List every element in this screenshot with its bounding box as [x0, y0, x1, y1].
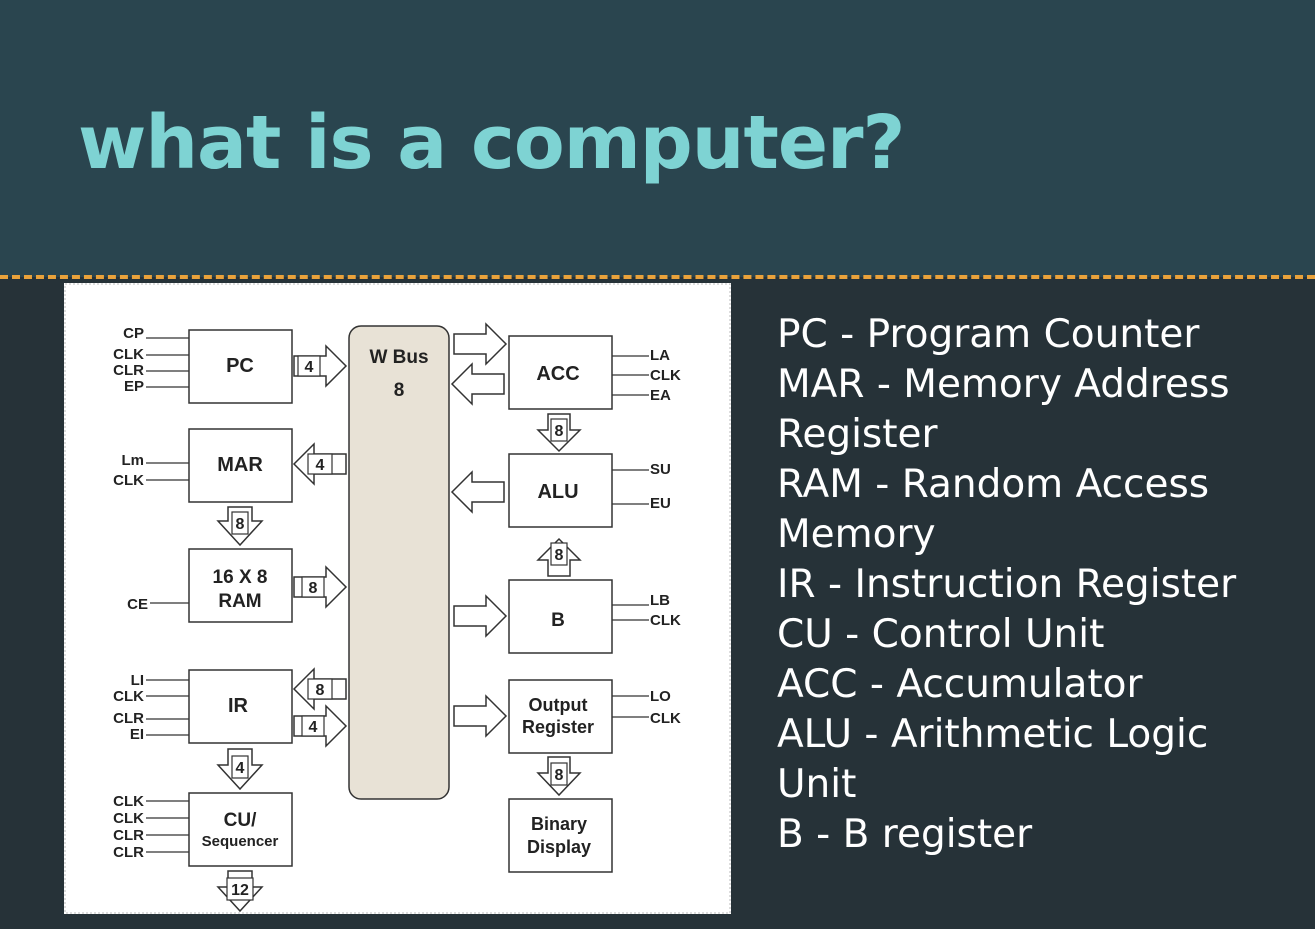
ram-label-2: RAM [218, 591, 261, 612]
mar-bus-width: 4 [316, 457, 325, 474]
mar-label: MAR [217, 454, 263, 476]
dashed-divider [0, 275, 1315, 279]
binary-display-block [508, 798, 613, 873]
ir-signal-ei: EI [130, 726, 144, 743]
cu-label-1: CU/ [224, 810, 257, 831]
glossary-line: MAR - Memory Address [777, 362, 1230, 407]
ir-in-width: 8 [316, 682, 325, 699]
ir-out-width: 4 [309, 719, 318, 736]
b-alu-width: 8 [555, 547, 564, 564]
binary-display-label-2: Display [527, 837, 591, 857]
alu-signal-eu: EU [650, 495, 671, 512]
glossary-line: PC - Program Counter [777, 312, 1200, 357]
b-block [508, 579, 613, 654]
glossary-line: Register [777, 412, 938, 457]
b-label: B [551, 610, 565, 631]
output-signal-lo: LO [650, 688, 671, 705]
pc-block [188, 329, 293, 404]
mar-block [188, 428, 293, 503]
pc-bus-width: 4 [305, 359, 314, 376]
glossary-line: Unit [777, 762, 857, 807]
glossary-line: IR - Instruction Register [777, 562, 1237, 607]
pc-signal-cp: CP [123, 325, 144, 342]
cu-signal-clr-2: CLR [113, 844, 144, 861]
acc-alu-width: 8 [555, 423, 564, 440]
w-bus-label: W Bus [369, 347, 428, 368]
ram-block [188, 548, 293, 623]
acc-label: ACC [536, 363, 579, 385]
bus-to-acc-arrow [453, 322, 508, 366]
acc-block [508, 335, 613, 410]
cu-out-width: 12 [231, 882, 249, 899]
cu-block [188, 792, 293, 867]
glossary-line: Memory [777, 512, 936, 557]
ram-signal-ce: CE [127, 596, 148, 613]
glossary-line: ALU - Arithmetic Logic [777, 712, 1209, 757]
sap1-architecture-diagram: W Bus 8 PC MAR 16 X 8 RAM IR CU/ Sequenc… [64, 283, 731, 914]
pc-signal-clk: CLK [113, 346, 144, 363]
glossary-line: ACC - Accumulator [777, 662, 1143, 707]
acc-to-bus-arrow [450, 362, 505, 406]
output-register-label-1: Output [529, 695, 588, 715]
acc-signal-la: LA [650, 347, 670, 364]
ir-signal-li: LI [131, 672, 144, 689]
glossary-line: B - B register [777, 812, 1033, 857]
alu-signal-su: SU [650, 461, 671, 478]
ram-label-1: 16 X 8 [213, 567, 268, 588]
mar-signal-clk: CLK [113, 472, 144, 489]
pc-signal-ep: EP [124, 378, 144, 395]
pc-signal-clr: CLR [113, 362, 144, 379]
bus-to-output-arrow [453, 694, 508, 738]
header-band: what is a computer? [0, 0, 1315, 277]
pc-label: PC [226, 355, 254, 377]
mar-signal-lm: Lm [122, 452, 145, 469]
ir-signal-clk: CLK [113, 688, 144, 705]
out-display-width: 8 [555, 767, 564, 784]
w-bus-width: 8 [394, 380, 405, 401]
glossary-line: RAM - Random Access [777, 462, 1210, 507]
acc-signal-clk: CLK [650, 367, 681, 384]
glossary-list: PC - Program Counter MAR - Memory Addres… [777, 310, 1297, 860]
output-signal-clk: CLK [650, 710, 681, 727]
b-signal-lb: LB [650, 592, 670, 609]
glossary-line: CU - Control Unit [777, 612, 1105, 657]
cu-label-2: Sequencer [202, 833, 279, 850]
mar-ram-width: 8 [236, 516, 245, 533]
acc-signal-ea: EA [650, 387, 671, 404]
alu-block [508, 453, 613, 528]
ir-block [188, 669, 293, 744]
cu-signal-clk-2: CLK [113, 810, 144, 827]
alu-to-bus-arrow [450, 470, 505, 514]
w-bus: W Bus 8 [348, 325, 450, 800]
output-register-label-2: Register [522, 717, 594, 737]
slide-title: what is a computer? [78, 100, 905, 186]
cu-signal-clr-1: CLR [113, 827, 144, 844]
ir-cu-width: 4 [236, 760, 245, 777]
ir-signal-clr: CLR [113, 710, 144, 727]
b-signal-clk: CLK [650, 612, 681, 629]
ram-bus-width: 8 [309, 580, 318, 597]
cu-signal-clk-1: CLK [113, 793, 144, 810]
alu-label: ALU [537, 481, 578, 503]
bus-to-b-arrow [453, 594, 508, 638]
binary-display-label-1: Binary [531, 814, 587, 834]
ir-label: IR [228, 695, 249, 717]
